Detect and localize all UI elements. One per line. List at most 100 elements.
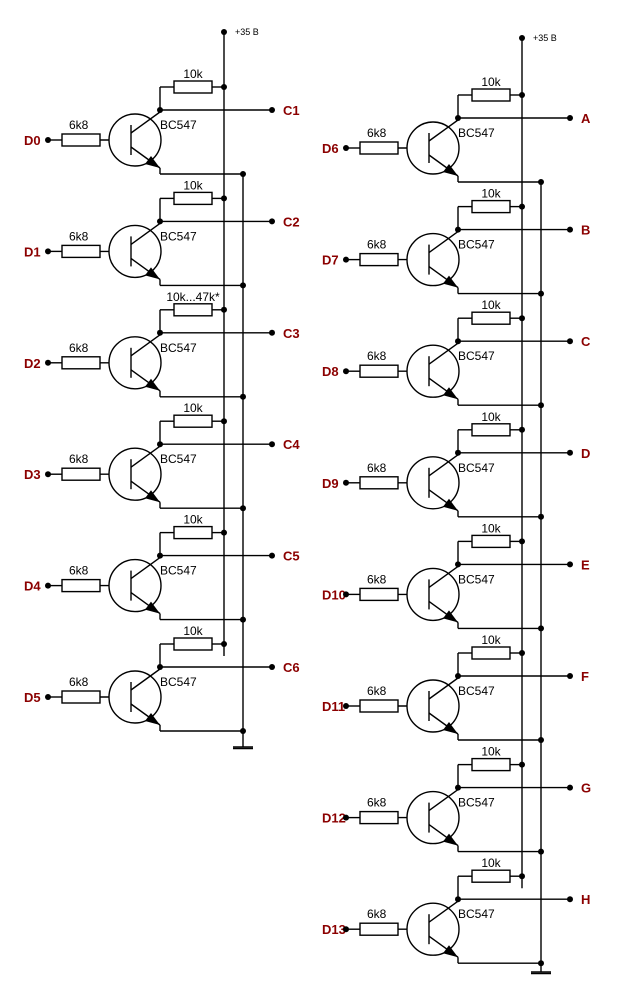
output-label: C: [581, 334, 591, 349]
output-pin: [567, 115, 573, 121]
input-label: D7: [322, 253, 339, 268]
emitter-arrow: [145, 267, 160, 280]
base-resistor: [359, 699, 399, 713]
base-resistor-label: 6k8: [69, 118, 89, 132]
output-pin: [269, 107, 275, 113]
output-label: F: [581, 669, 589, 684]
transistor-body: [406, 567, 460, 622]
pullup-resistor: [471, 199, 511, 214]
rail-junction: [221, 641, 227, 647]
base-resistor: [61, 356, 101, 370]
output-label: C2: [283, 214, 300, 229]
base-resistor: [359, 587, 399, 602]
pullup-resistor: [173, 303, 213, 317]
pullup-resistor: [173, 414, 213, 428]
output-label: C3: [283, 326, 300, 341]
pullup-label: 10k: [183, 67, 203, 81]
emitter-arrow: [145, 156, 160, 168]
emitter-arrow: [145, 713, 160, 725]
supply-label: +35 B: [235, 27, 259, 37]
input-label: D12: [322, 811, 346, 826]
base-resistor-label: 6k8: [367, 572, 387, 586]
collector-lead: [428, 231, 459, 254]
transistor-label: BC547: [458, 238, 495, 252]
transistor-label: BC547: [458, 572, 495, 586]
output-label: C1: [283, 103, 300, 118]
pullup-label: 10k: [183, 401, 203, 415]
pullup-resistor: [471, 869, 511, 883]
input-label: D5: [24, 690, 41, 705]
transistor-body: [406, 679, 460, 733]
collector-lead: [130, 445, 161, 468]
base-resistor-label: 6k8: [367, 126, 387, 140]
pullup-resistor: [471, 88, 511, 102]
transistor-body: [108, 336, 162, 390]
input-label: D10: [322, 587, 346, 602]
pullup-resistor: [471, 534, 511, 549]
output-pin: [269, 441, 275, 448]
base-resistor: [61, 578, 101, 593]
ground-junction: [240, 728, 246, 734]
rail-junction: [221, 195, 227, 202]
rail-junction: [519, 315, 525, 322]
pullup-label: 10k...47k*: [166, 290, 220, 304]
base-resistor-label: 6k8: [367, 238, 387, 252]
base-resistor: [359, 141, 399, 155]
pullup-label: 10k: [481, 187, 501, 201]
pullup-label: 10k: [481, 298, 501, 312]
ground-junction: [240, 171, 246, 177]
pullup-label: 10k: [183, 513, 203, 527]
rail-junction: [221, 529, 227, 536]
output-pin: [567, 561, 573, 568]
supply-label: +35 B: [533, 33, 557, 43]
transistor-label: BC547: [160, 452, 197, 466]
ground-junction: [538, 402, 544, 409]
input-label: D3: [24, 467, 41, 482]
output-label: E: [581, 557, 590, 572]
base-resistor: [61, 467, 101, 481]
input-label: D1: [24, 244, 41, 259]
ground-junction: [240, 282, 246, 289]
base-resistor-label: 6k8: [69, 229, 89, 243]
ground-junction: [538, 960, 544, 967]
transistor-body: [406, 232, 460, 287]
transistor-label: BC547: [458, 684, 495, 698]
rail-junction: [519, 650, 525, 656]
pullup-resistor: [471, 646, 511, 660]
input-label: D0: [24, 133, 41, 148]
output-label: C4: [283, 437, 300, 452]
transistor-label: BC547: [160, 229, 197, 243]
transistor-body: [406, 790, 460, 845]
supply-terminal: [221, 29, 227, 35]
ground-junction: [538, 179, 544, 185]
output-label: H: [581, 892, 590, 907]
pullup-resistor: [173, 80, 213, 94]
base-resistor: [61, 133, 101, 147]
input-label: D9: [322, 476, 339, 491]
base-resistor-label: 6k8: [367, 349, 387, 363]
base-resistor: [359, 476, 399, 490]
pullup-label: 10k: [481, 75, 501, 89]
ground-junction: [538, 290, 544, 297]
collector-lead: [130, 222, 161, 245]
output-label: G: [581, 781, 591, 796]
ground-junction: [538, 848, 544, 855]
input-label: D2: [24, 356, 41, 371]
emitter-arrow: [145, 378, 160, 391]
transistor-label: BC547: [160, 564, 197, 578]
base-resistor: [61, 690, 101, 704]
pullup-resistor: [173, 525, 213, 540]
base-resistor: [61, 244, 101, 259]
base-resistor-label: 6k8: [69, 564, 89, 578]
pullup-resistor: [471, 757, 511, 772]
collector-lead: [130, 557, 161, 580]
output-pin: [567, 226, 573, 233]
transistor-label: BC547: [160, 341, 197, 355]
